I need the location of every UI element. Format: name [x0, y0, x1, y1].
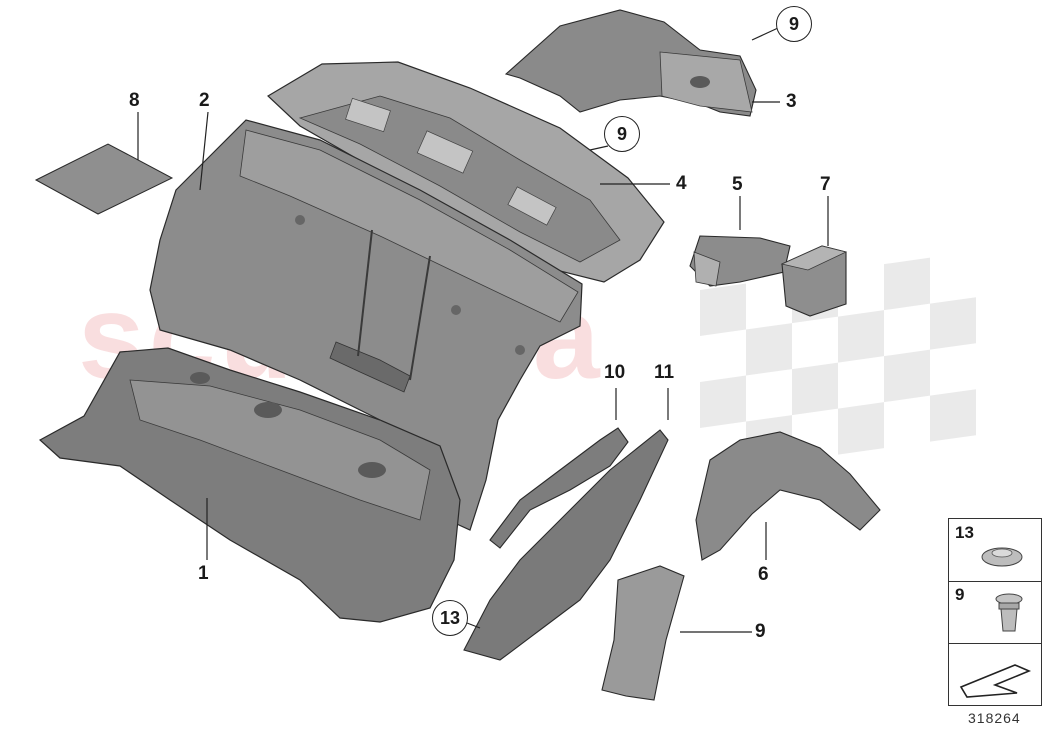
callout-8: 8 — [129, 90, 140, 111]
part-3-bracket[interactable] — [504, 9, 757, 117]
callout-11: 10 — [604, 362, 626, 383]
callout-2: 2 — [199, 90, 210, 111]
callout-13-circled: 13 — [432, 600, 468, 636]
part-1-floor-pan[interactable] — [38, 347, 461, 623]
legend-row-9: 9 — [949, 581, 1041, 644]
part-6-wheel-arch[interactable] — [695, 431, 881, 561]
callout-7: 7 — [820, 174, 831, 195]
callout-12: 11 — [654, 362, 675, 383]
part-2-rear-panel[interactable] — [149, 119, 583, 531]
callout-6: 6 — [758, 564, 769, 585]
legend-label-9: 9 — [955, 585, 965, 604]
leader-lines — [137, 27, 829, 633]
expanding-rivet-icon — [995, 593, 1023, 632]
callout-1: 1 — [198, 563, 209, 584]
legend-row-13: 13 — [949, 519, 1041, 582]
callout-5: 5 — [732, 174, 743, 195]
part-5-block[interactable] — [689, 235, 791, 287]
callout-9-circled-top: 9 — [776, 6, 812, 42]
legend-label-13: 13 — [955, 523, 974, 542]
callout-4: 4 — [676, 173, 687, 194]
reference-number: 318264 — [968, 710, 1021, 726]
part-8-pad[interactable] — [34, 143, 174, 215]
legend-row-arrow — [949, 643, 1041, 705]
push-rivet-icon — [981, 547, 1023, 567]
part-10-channel[interactable] — [601, 565, 685, 701]
fastener-legend: 13 9 — [948, 518, 1042, 706]
part-4-parcel-shelf[interactable] — [267, 61, 665, 283]
callout-3: 3 — [786, 91, 797, 112]
part-12-panel[interactable] — [463, 429, 669, 661]
callout-10: 9 — [755, 621, 766, 642]
part-7-block[interactable] — [780, 245, 848, 317]
callout-9-circled: 9 — [604, 116, 640, 152]
part-11-strip[interactable] — [489, 427, 629, 549]
arrow-icon — [959, 664, 1032, 698]
